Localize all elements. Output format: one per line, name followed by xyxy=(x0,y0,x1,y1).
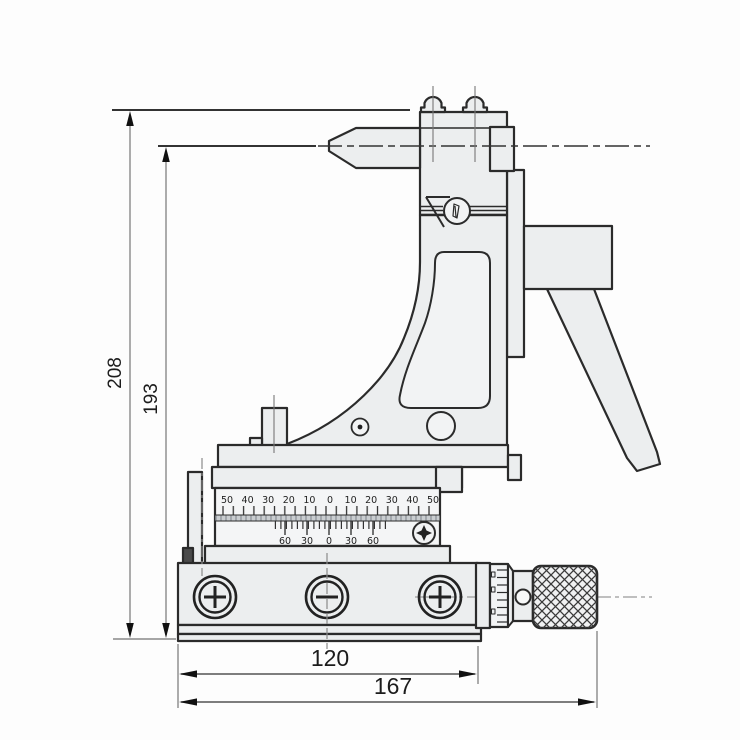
base-strip-upper xyxy=(176,623,483,636)
scale-label: 30 xyxy=(262,495,274,506)
vernier-label: 30 xyxy=(345,536,357,547)
scale-label: 10 xyxy=(303,495,315,506)
rotary-edge-band-texture xyxy=(215,515,440,521)
scale-label: 50 xyxy=(427,495,439,506)
fine-adjust-knob xyxy=(421,196,507,228)
scriber-point xyxy=(327,126,422,170)
scale-label: 10 xyxy=(345,495,357,506)
vernier-scale-labels: 60 30 0 30 60 xyxy=(279,536,379,547)
dim-label-scriber-height: 193 xyxy=(141,383,162,415)
scale-label: 20 xyxy=(365,495,377,506)
vernier-short-ticks xyxy=(274,521,386,529)
scale-label: 30 xyxy=(386,495,398,506)
vernier-label: 60 xyxy=(367,536,379,547)
handle-bracket-block xyxy=(522,224,614,291)
pointer-flag xyxy=(425,196,450,228)
clamp-step-block xyxy=(488,125,516,173)
lever-glyph-icon xyxy=(452,203,460,219)
dim-label-total-height: 208 xyxy=(105,357,126,389)
clamp-knob-center xyxy=(304,574,350,620)
arrowhead xyxy=(162,623,170,638)
clamp-knob-right xyxy=(417,574,463,620)
stage-mid-plate xyxy=(210,465,464,490)
main-scale-ticks xyxy=(222,506,438,515)
scale-label: 50 xyxy=(221,495,233,506)
column-hole xyxy=(426,411,456,441)
knurled-thimble-texture xyxy=(533,566,597,628)
arrowhead xyxy=(459,670,477,678)
handle-lever xyxy=(545,287,662,473)
column-rail xyxy=(505,168,526,359)
scale-label: 40 xyxy=(406,495,418,506)
base-strip-lower xyxy=(176,632,483,643)
column-recess-panel xyxy=(398,251,491,409)
scale-label: 40 xyxy=(242,495,254,506)
arrowhead xyxy=(179,670,197,678)
stage-right-step xyxy=(506,453,523,482)
arrowhead xyxy=(578,698,596,706)
main-scale-labels: 50 40 30 20 10 0 10 20 30 40 50 xyxy=(221,495,439,506)
neck-hole xyxy=(514,588,532,606)
micrometer-head xyxy=(474,561,599,630)
scale-lock-screw xyxy=(412,521,436,545)
scale-label: 0 xyxy=(327,495,333,506)
knob-circle xyxy=(443,197,471,225)
sleeve-graduations xyxy=(491,569,508,623)
vernier-label: 30 xyxy=(301,536,313,547)
dim-label-base-width: 120 xyxy=(311,645,349,671)
dimension-annotations: 208 193 120 167 xyxy=(105,109,598,708)
dim-label-total-width: 167 xyxy=(374,673,412,699)
scale-label: 20 xyxy=(283,495,295,506)
arrowhead xyxy=(126,623,134,638)
arrowhead xyxy=(179,698,197,706)
arrowhead xyxy=(126,111,134,126)
micrometer-end-cap xyxy=(474,561,492,630)
device-body xyxy=(176,95,662,643)
arm-screw-dot xyxy=(357,424,363,430)
centerlines xyxy=(201,86,650,649)
vernier-label: 60 xyxy=(279,536,291,547)
stage-top-plate xyxy=(216,443,510,469)
star-screw-icon xyxy=(416,525,432,541)
vernier-label: 0 xyxy=(326,536,332,547)
clamp-knob-left xyxy=(192,574,238,620)
vernier-long-ticks xyxy=(284,521,374,535)
arrowhead xyxy=(162,147,170,162)
